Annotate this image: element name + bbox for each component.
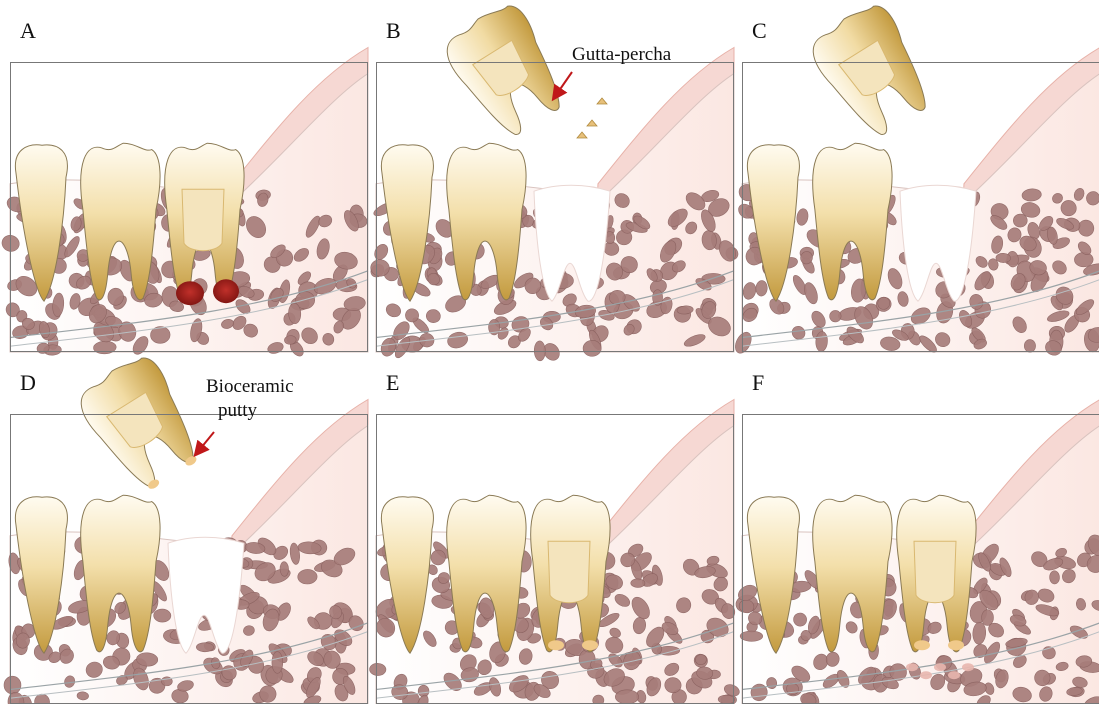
panel-d: D Bioceramic putty bbox=[4, 349, 368, 704]
extracted-tooth bbox=[72, 349, 212, 499]
panel-e: E bbox=[369, 370, 741, 704]
panel-b: B Gutta-percha bbox=[368, 0, 740, 363]
putty-fill bbox=[548, 640, 564, 650]
putty-fill bbox=[948, 640, 964, 650]
pulp-chamber bbox=[182, 189, 224, 251]
panel-label-a: A bbox=[20, 18, 36, 43]
panel-label-b: B bbox=[386, 18, 401, 43]
bioceramic-label: Bioceramic bbox=[206, 376, 294, 397]
new-bone bbox=[920, 671, 932, 679]
callout-arrow bbox=[196, 432, 214, 454]
panel-label-d: D bbox=[20, 370, 36, 395]
callout-arrow bbox=[554, 72, 572, 98]
periapical-lesion bbox=[213, 279, 239, 303]
putty-label: putty bbox=[218, 400, 258, 421]
pulp-chamber bbox=[914, 541, 956, 603]
extracted-tooth bbox=[804, 0, 942, 145]
panel-label-c: C bbox=[752, 18, 767, 43]
new-bone bbox=[948, 671, 960, 679]
panel-label-f: F bbox=[752, 370, 764, 395]
panel-f: F bbox=[735, 370, 1099, 704]
new-bone bbox=[934, 663, 946, 671]
pulp-chamber bbox=[548, 541, 590, 603]
gutta-percha-fragment bbox=[587, 120, 597, 126]
gutta-percha-fragment bbox=[597, 98, 607, 104]
panel-a: A bbox=[0, 18, 368, 358]
extracted-tooth bbox=[438, 0, 576, 145]
panel-c: C bbox=[732, 0, 1099, 358]
new-bone bbox=[906, 663, 918, 671]
putty-fill bbox=[914, 640, 930, 650]
putty-fill bbox=[582, 640, 598, 650]
gutta-percha-fragment bbox=[577, 132, 587, 138]
new-bone bbox=[962, 663, 974, 671]
panel-label-e: E bbox=[386, 370, 399, 395]
periapical-lesion bbox=[176, 281, 204, 305]
gutta-percha-label: Gutta-percha bbox=[572, 44, 672, 65]
